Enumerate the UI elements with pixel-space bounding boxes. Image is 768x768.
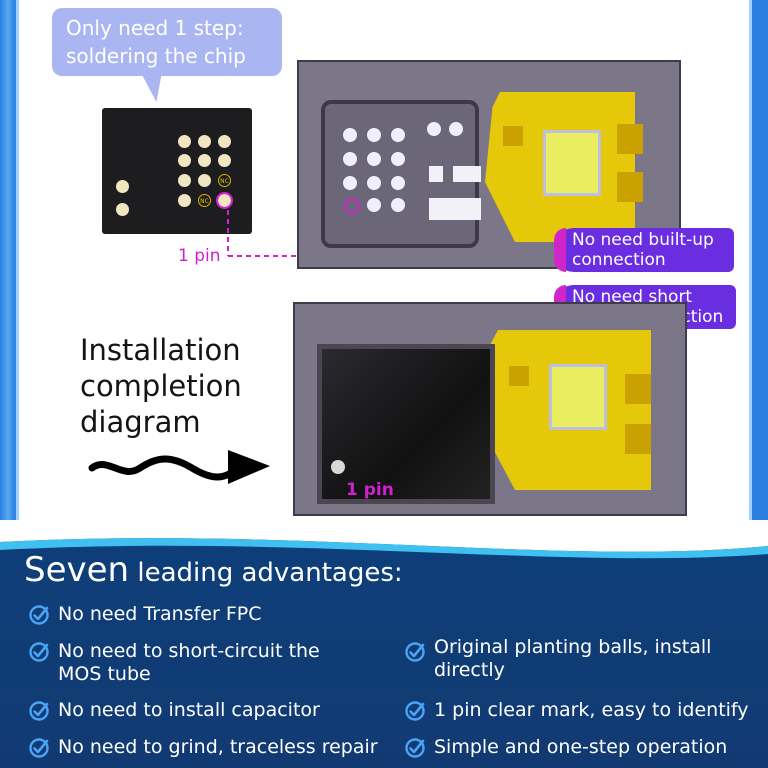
check-icon (405, 701, 425, 721)
gold-pad (625, 374, 651, 404)
chip-ball (116, 203, 129, 216)
advantages-heading: Seven leading advantages: (24, 550, 403, 590)
pin1-dot (331, 460, 345, 474)
arrow-icon (88, 450, 270, 484)
pad-ball (391, 152, 405, 166)
chip-ball (178, 135, 191, 148)
chip-ball (198, 154, 211, 167)
check-icon (29, 605, 49, 625)
advantage-line: Original planting balls, install (434, 636, 712, 658)
pad-ball (427, 122, 441, 136)
pad-ball (367, 198, 381, 212)
check-icon (405, 642, 425, 662)
ic-chip (543, 130, 601, 196)
pad-ball (343, 152, 357, 166)
chip-ball (198, 174, 211, 187)
advantages-section (0, 532, 768, 768)
check-icon (405, 738, 425, 758)
gold-pad (617, 172, 643, 202)
heading-big: Seven (24, 550, 130, 590)
advantage-item: Original planting balls, install directl… (434, 636, 711, 682)
pad-ball (343, 128, 357, 142)
bubble-line-2: soldering the chip (66, 44, 246, 68)
caption-line: completion (80, 369, 242, 403)
caption: Installation completion diagram (80, 332, 242, 440)
chip-ball (218, 154, 231, 167)
advantage-item: No need to grind, traceless repair (58, 736, 378, 758)
smd-pad (453, 166, 481, 182)
pin1-label-top: 1 pin (178, 246, 221, 266)
chip-ball (178, 154, 191, 167)
advantage-line: No need to short-circuit the (58, 640, 320, 662)
chip-ball (116, 180, 129, 193)
pin1-ring (216, 192, 233, 209)
smd-pad (429, 198, 481, 220)
check-icon (29, 701, 49, 721)
gold-pad (625, 424, 651, 454)
advantage-line: MOS tube (58, 663, 151, 685)
pad-ball (449, 122, 463, 136)
nc-pad: NC (218, 174, 231, 187)
check-icon (29, 642, 49, 662)
advantage-item: No need Transfer FPC (58, 603, 262, 625)
pad-ball (391, 128, 405, 142)
installed-chip (317, 344, 495, 504)
heading-rest: leading advantages: (129, 558, 403, 588)
pad-ball (367, 152, 381, 166)
chip-ball (198, 135, 211, 148)
chip-ball (178, 194, 191, 207)
pad-ball (391, 198, 405, 212)
bubble-line-1: Only need 1 step: (66, 16, 244, 40)
advantage-item: No need to install capacitor (58, 699, 320, 721)
pad-ball (343, 176, 357, 190)
gold-pad (617, 124, 643, 154)
advantage-item: No need to short-circuit the MOS tube (58, 640, 320, 686)
tag-line: connection (572, 250, 666, 270)
wave-divider (0, 520, 768, 559)
caption-line: Installation (80, 333, 241, 367)
nc-pad: NC (198, 194, 211, 207)
gold-pad (509, 366, 529, 386)
advantage-item: Simple and one-step operation (434, 736, 728, 758)
pin1-label-bottom: 1 pin (346, 480, 394, 500)
advantage-item: 1 pin clear mark, easy to identify (434, 699, 749, 721)
step-bubble: Only need 1 step: soldering the chip (52, 8, 282, 76)
pad-ball (367, 128, 381, 142)
smd-pad (429, 166, 443, 182)
pad-ball (391, 176, 405, 190)
tag-line: No need built-up (572, 230, 714, 250)
pad-ball (367, 176, 381, 190)
chip-illustration: NC NC (102, 108, 252, 234)
caption-line: diagram (80, 405, 201, 439)
pin1-ring-board (344, 198, 360, 214)
board-after (293, 302, 687, 516)
chip-ball (218, 135, 231, 148)
check-icon (29, 738, 49, 758)
ic-chip (549, 364, 607, 430)
chip-ball (178, 174, 191, 187)
advantage-line: directly (434, 659, 505, 681)
gold-pad (503, 126, 523, 146)
tag-built-up: No need built-up connection (554, 228, 734, 272)
